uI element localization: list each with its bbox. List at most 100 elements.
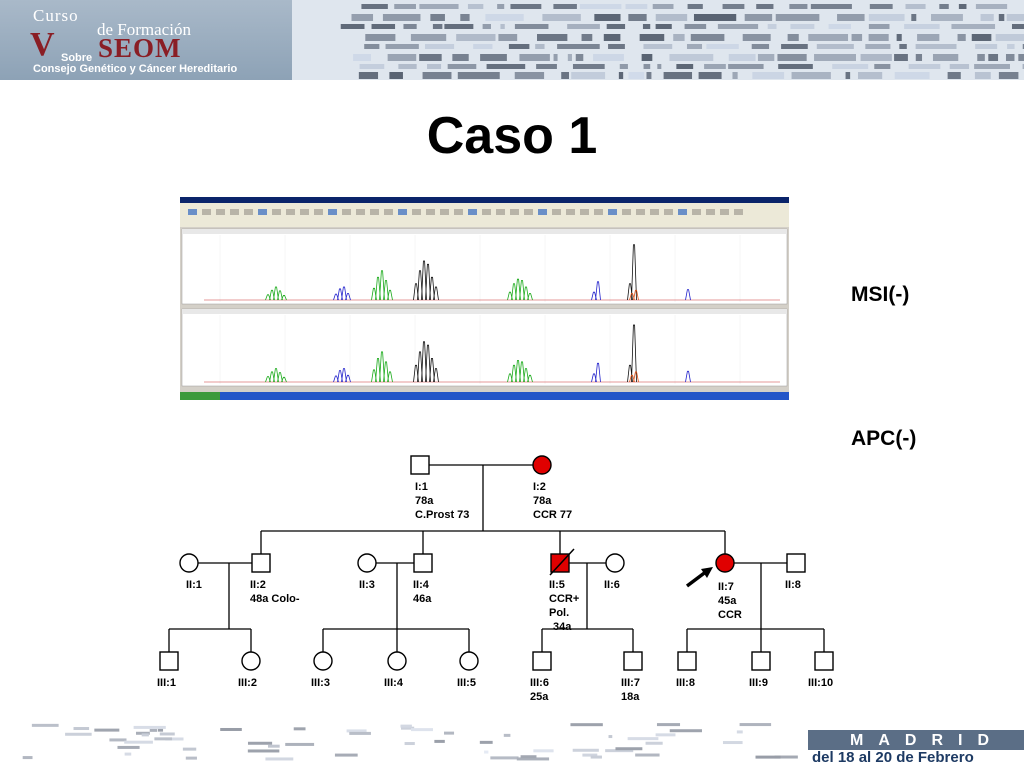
stripe xyxy=(582,753,598,757)
stripe xyxy=(757,54,775,61)
trace-peak xyxy=(527,293,533,301)
toolbar-glyph xyxy=(622,209,631,215)
stripe xyxy=(971,34,992,41)
trace-peak xyxy=(265,376,271,383)
stripe xyxy=(498,34,518,41)
trace-peak xyxy=(265,294,271,301)
individual-iii-4-id-label: III:4 xyxy=(384,677,404,689)
trace-peak xyxy=(341,286,347,301)
stripe xyxy=(657,64,662,69)
stripe xyxy=(655,24,672,29)
trace-peak xyxy=(375,276,381,301)
stripe xyxy=(567,24,600,29)
stripe xyxy=(974,64,1010,69)
stripe xyxy=(533,749,554,753)
stripe xyxy=(486,64,526,69)
trace-peak xyxy=(375,358,381,383)
trace-peak xyxy=(379,351,385,383)
trace-panel xyxy=(181,308,788,387)
stripe xyxy=(722,4,745,9)
trace-peak xyxy=(371,369,377,383)
stripe xyxy=(514,24,549,29)
individual-iii-1-id-label: III:1 xyxy=(157,677,176,689)
deceased-mark xyxy=(549,548,575,576)
toolbar-glyph xyxy=(272,209,281,215)
individual-ii-1-id-label: II:1 xyxy=(186,579,202,591)
individual-ii-3-female-symbol xyxy=(357,553,377,573)
stripe xyxy=(641,54,653,61)
stripe xyxy=(932,54,959,61)
stripe xyxy=(949,64,970,69)
stripe xyxy=(947,72,961,79)
stripe xyxy=(931,14,963,21)
stripe xyxy=(894,72,930,79)
stripe xyxy=(975,4,1008,9)
stripe xyxy=(778,64,813,69)
trace-peak xyxy=(685,289,691,301)
toolbar-glyph xyxy=(608,209,617,215)
stripe xyxy=(430,14,445,21)
individual-iii-2-female-symbol xyxy=(241,651,261,671)
stripe xyxy=(690,34,725,41)
stripe xyxy=(460,14,470,21)
stripe xyxy=(845,72,851,79)
start-button xyxy=(180,392,220,400)
stripe xyxy=(639,34,665,41)
stripe xyxy=(432,24,443,29)
city-label: MADRID xyxy=(850,732,1004,749)
stripe xyxy=(868,34,889,41)
individual-ii-2-male-symbol xyxy=(251,553,271,573)
individual-iii-4-female-symbol xyxy=(387,651,407,671)
toolbar-glyph xyxy=(580,209,589,215)
stripe xyxy=(361,4,388,9)
individual-ii-4-info-0: 46a xyxy=(413,593,432,605)
trace-peak xyxy=(519,280,525,301)
stripe xyxy=(65,732,92,736)
stripe xyxy=(410,728,433,732)
stripe xyxy=(628,72,645,79)
logo-mark: V xyxy=(30,26,55,63)
dates-label: del 18 al 20 de Febrero xyxy=(812,749,974,766)
stripe xyxy=(615,747,643,751)
toolbar-glyph xyxy=(468,209,477,215)
stripe xyxy=(247,741,273,745)
stripe xyxy=(767,24,777,29)
trace-peak xyxy=(333,293,339,301)
stripe xyxy=(520,755,537,759)
stripe xyxy=(394,4,416,9)
trace-peak xyxy=(341,368,347,383)
stripe xyxy=(247,749,280,753)
individual-iii-1-male-symbol xyxy=(159,651,179,671)
trace-peak xyxy=(519,361,525,383)
header-stripes xyxy=(340,4,1024,79)
individual-iii-9-id-label: III:9 xyxy=(749,677,768,689)
stripe xyxy=(267,744,280,748)
trace-peak xyxy=(337,288,343,301)
trace-peak xyxy=(345,374,351,383)
trace-peak xyxy=(371,287,377,301)
toolbar-glyph xyxy=(706,209,715,215)
stripe xyxy=(814,54,857,61)
stripe xyxy=(561,72,569,79)
logo-line-seom: SEOM xyxy=(98,33,182,63)
stripe xyxy=(567,54,572,61)
stripe xyxy=(575,54,584,61)
toolbar-glyph xyxy=(482,209,491,215)
individual-i-2-id-label: I:2 xyxy=(533,481,546,493)
stripe xyxy=(868,14,905,21)
toolbar-glyph xyxy=(594,209,603,215)
stripe xyxy=(503,733,511,737)
stripe xyxy=(722,741,743,745)
stripe xyxy=(608,44,625,49)
trace-peak xyxy=(269,289,275,301)
stripe xyxy=(789,4,808,9)
trace-peak xyxy=(429,358,435,383)
stripe xyxy=(508,44,530,49)
trace-peak xyxy=(281,376,287,383)
stripe xyxy=(717,24,759,29)
stripe xyxy=(791,72,831,79)
stripe xyxy=(135,731,150,735)
stripe xyxy=(706,44,739,49)
stripe xyxy=(619,64,628,69)
individual-ii-4-id-label: II:4 xyxy=(413,579,430,591)
